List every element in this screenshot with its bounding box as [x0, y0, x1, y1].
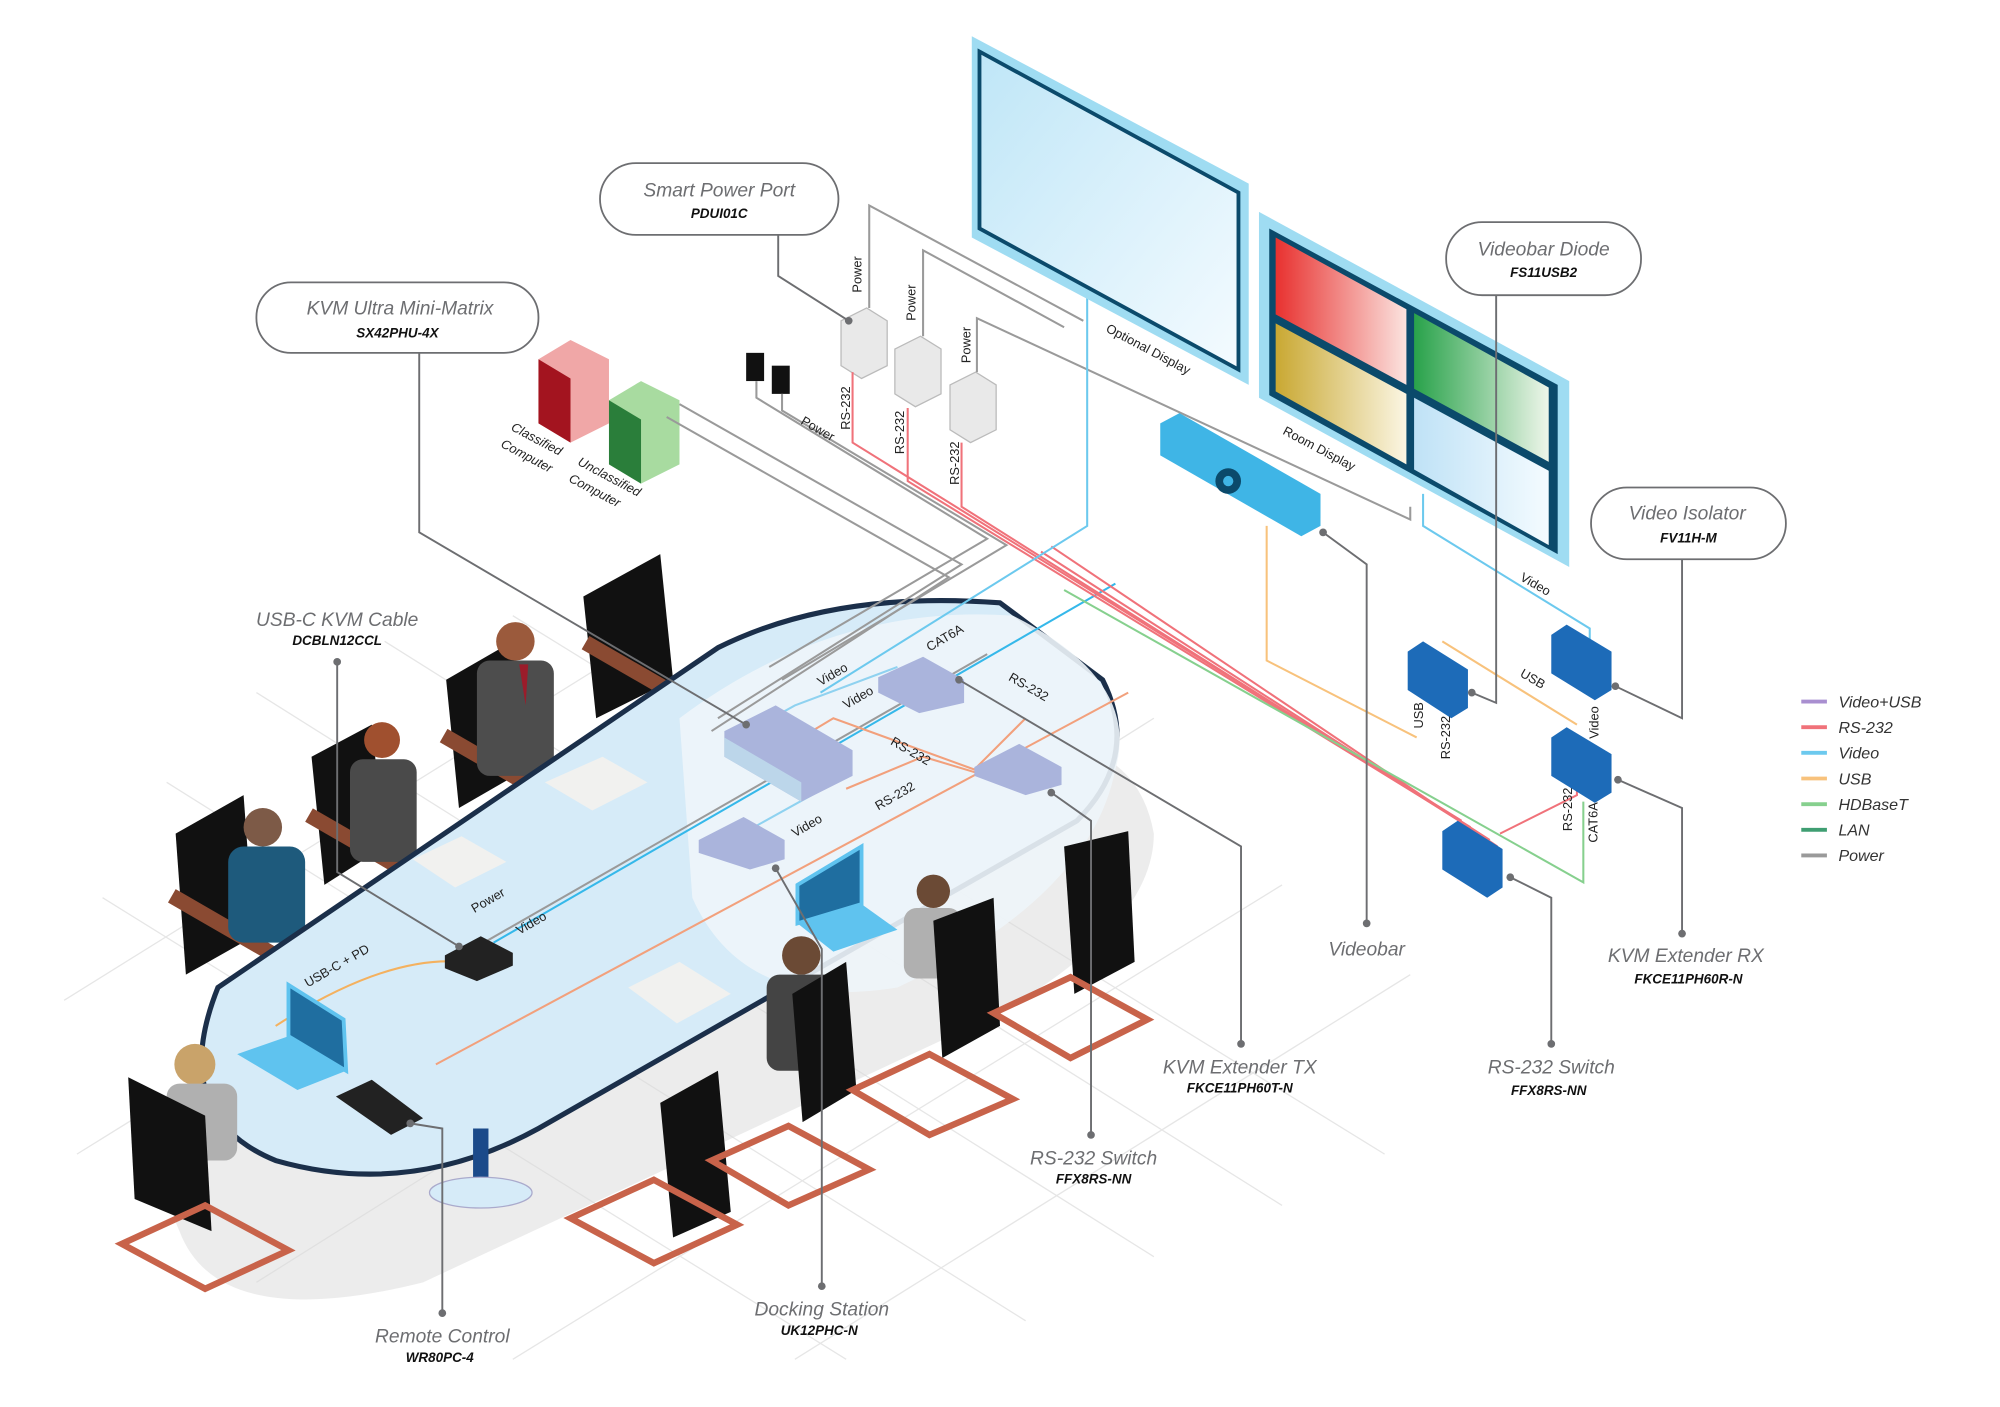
cable-label: RS-232 [892, 411, 907, 454]
callout-usbc-kvm-cable: USB-C KVM Cable DCBLN12CCL [256, 610, 418, 648]
callout-model: FKCE11PH60R-N [1634, 972, 1742, 987]
legend-label: Video [1838, 745, 1879, 763]
rs232-switch-table-device [974, 743, 1062, 796]
videobar-diode-device [1407, 641, 1468, 719]
unclassified-computer [608, 381, 680, 484]
callout-videobar: Videobar [1328, 939, 1406, 960]
cable-label: Power [799, 413, 839, 445]
people-front-row [128, 831, 1135, 1238]
kvm-extender-rx-device [1551, 727, 1612, 803]
cable-label: Power [903, 284, 918, 321]
callout-kvm-extender-tx: KVM Extender TX FKCE11PH60T-N [1163, 1057, 1318, 1095]
callout-title: RS-232 Switch [1488, 1057, 1615, 1078]
classified-computer [538, 340, 609, 443]
kvm-extender-tx-device [878, 656, 965, 714]
legend-label: RS-232 [1838, 719, 1892, 737]
callout-title: Video Isolator [1629, 504, 1748, 525]
callout-videobar-diode: Videobar Diode FS11USB2 [1445, 221, 1642, 297]
remote-control-device [335, 1079, 424, 1135]
cable-label: Power [959, 326, 974, 363]
callout-docking-station: Docking Station UK12PHC-N [754, 1300, 889, 1338]
callout-title: Smart Power Port [643, 180, 795, 201]
video-isolator-device [1551, 624, 1612, 701]
cable-label: Video [1587, 706, 1602, 739]
room-display [1258, 211, 1570, 567]
legend-item: Power [1801, 847, 1885, 865]
callout-title: Videobar Diode [1478, 239, 1610, 260]
cable-label: USB [1518, 666, 1548, 692]
callout-model: SX42PHU-4X [356, 325, 439, 340]
cable-label: Power [850, 256, 865, 293]
callout-title: Docking Station [754, 1300, 889, 1321]
legend-item: Video [1801, 745, 1879, 763]
callout-model: WR80PC-4 [406, 1350, 475, 1365]
power-adapters [746, 307, 997, 444]
callout-model: DCBLN12CCL [292, 633, 382, 648]
videobar-device [1160, 413, 1321, 537]
table-base [428, 1176, 533, 1209]
legend-item: LAN [1801, 822, 1870, 840]
cable-label: RS-232 [838, 386, 853, 429]
kvm-matrix-device [724, 705, 853, 802]
callout-rs232-switch-table: RS-232 Switch FFX8RS-NN [1030, 1148, 1157, 1186]
legend-label: LAN [1838, 822, 1870, 840]
legend-label: USB [1838, 770, 1871, 788]
callout-model: PDUI01C [691, 206, 748, 221]
callout-title: KVM Extender RX [1608, 946, 1765, 967]
callout-title: KVM Extender TX [1163, 1057, 1318, 1078]
cable-label: RS-232 [1438, 716, 1453, 759]
legend-item: Video+USB [1801, 693, 1922, 711]
cable-label: CAT6A [1585, 802, 1600, 843]
callout-kvm-extender-rx: KVM Extender RX FKCE11PH60R-N [1608, 946, 1765, 987]
legend-label: Video+USB [1838, 693, 1921, 711]
cable-label: USB [1411, 702, 1426, 728]
chair-bases [114, 973, 1155, 1293]
legend-item: RS-232 [1801, 719, 1893, 737]
callout-rs232-switch-right: RS-232 Switch FFX8RS-NN [1488, 1057, 1615, 1098]
callout-model: UK12PHC-N [781, 1323, 858, 1338]
rack-devices [1407, 624, 1612, 898]
callout-model: FS11USB2 [1510, 265, 1578, 280]
callout-title: Remote Control [375, 1327, 510, 1348]
callout-title: USB-C KVM Cable [256, 610, 418, 631]
table-leg [473, 1128, 489, 1187]
infrastructure-cables [666, 203, 1591, 885]
callout-kvm-matrix: KVM Ultra Mini-Matrix SX42PHU-4X [255, 281, 540, 354]
documents [412, 756, 731, 1024]
legend-label: Power [1838, 847, 1884, 865]
optional-display [971, 36, 1249, 385]
callout-model: FFX8RS-NN [1056, 1172, 1132, 1187]
legend-item: USB [1801, 770, 1872, 788]
callout-video-isolator: Video Isolator FV11H-M [1590, 486, 1787, 561]
laptop-left [237, 981, 349, 1091]
callout-title: KVM Ultra Mini-Matrix [307, 298, 495, 319]
cable-label: RS-232 [947, 441, 962, 484]
people-back-row [228, 622, 554, 943]
laptop-right [795, 843, 898, 952]
callout-title: RS-232 Switch [1030, 1148, 1157, 1169]
callout-model: FV11H-M [1660, 531, 1717, 546]
callout-model: FFX8RS-NN [1511, 1083, 1587, 1098]
legend-label: HDBaseT [1838, 796, 1909, 814]
legend-item: HDBaseT [1801, 796, 1909, 814]
callout-title: Videobar [1328, 939, 1406, 960]
docking-station-device [698, 816, 785, 870]
cable-label: RS-232 [1560, 788, 1575, 831]
callout-smart-power-port: Smart Power Port PDUI01C [599, 162, 840, 236]
rs232-switch-rack-device [1442, 820, 1503, 898]
callout-leaders [333, 234, 1686, 1317]
callout-model: FKCE11PH60T-N [1187, 1081, 1293, 1096]
callout-remote-control: Remote Control WR80PC-4 [375, 1327, 510, 1365]
